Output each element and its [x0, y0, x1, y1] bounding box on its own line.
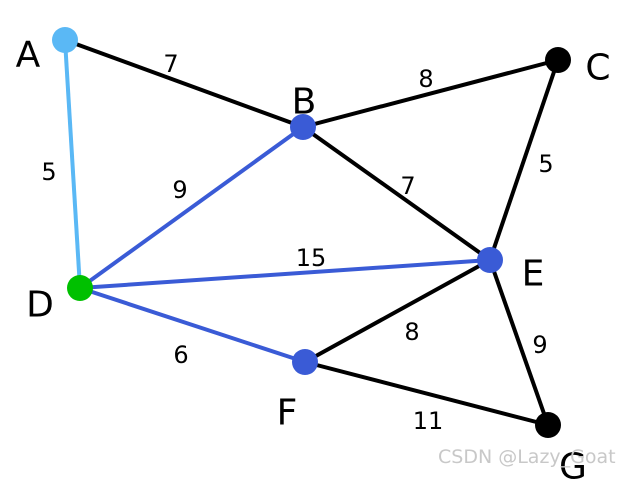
edge-a-d	[63, 39, 82, 289]
edge-c-e	[488, 59, 560, 261]
edge-weight-d-f: 6	[173, 341, 188, 369]
edge-weight-b-c: 8	[418, 65, 433, 93]
edge-f-g	[304, 360, 549, 427]
edge-weight-e-g: 9	[532, 331, 547, 359]
edge-weights-layer: 7 5 8 9 7 5 15 6 8 9 11	[41, 50, 553, 435]
edge-weight-b-d: 9	[172, 176, 187, 204]
nodes-layer	[52, 27, 571, 438]
edge-weight-e-f: 8	[404, 318, 419, 346]
node-b	[290, 114, 316, 140]
node-label-d: D	[26, 285, 54, 326]
edge-b-c	[302, 58, 559, 129]
node-g	[535, 412, 561, 438]
edges-layer	[63, 38, 560, 427]
node-label-f: F	[277, 393, 298, 434]
edge-b-e	[301, 125, 492, 262]
edge-d-f	[79, 286, 306, 364]
edge-e-f	[304, 258, 491, 364]
node-label-b: B	[292, 82, 317, 123]
edge-weight-b-e: 7	[400, 172, 415, 200]
node-labels-layer: A B C D E F G	[16, 35, 611, 479]
edge-a-b	[64, 38, 304, 129]
node-label-e: E	[522, 254, 545, 295]
node-label-g: G	[559, 447, 587, 479]
edge-weight-a-b: 7	[163, 50, 178, 78]
edge-b-d	[78, 125, 305, 290]
edge-weight-f-g: 11	[413, 407, 444, 435]
node-label-a: A	[16, 35, 41, 76]
watermark: CSDN @Lazy_Goat	[438, 446, 616, 468]
edge-d-e	[79, 258, 491, 290]
node-f	[292, 349, 318, 375]
node-e	[477, 247, 503, 273]
edge-weight-d-e: 15	[296, 244, 327, 272]
node-a	[52, 27, 78, 53]
node-c	[545, 47, 571, 73]
edge-e-g	[488, 259, 550, 426]
node-d	[67, 275, 93, 301]
edge-weight-c-e: 5	[538, 150, 553, 178]
node-label-c: C	[585, 48, 610, 89]
edge-weight-a-d: 5	[41, 158, 56, 186]
